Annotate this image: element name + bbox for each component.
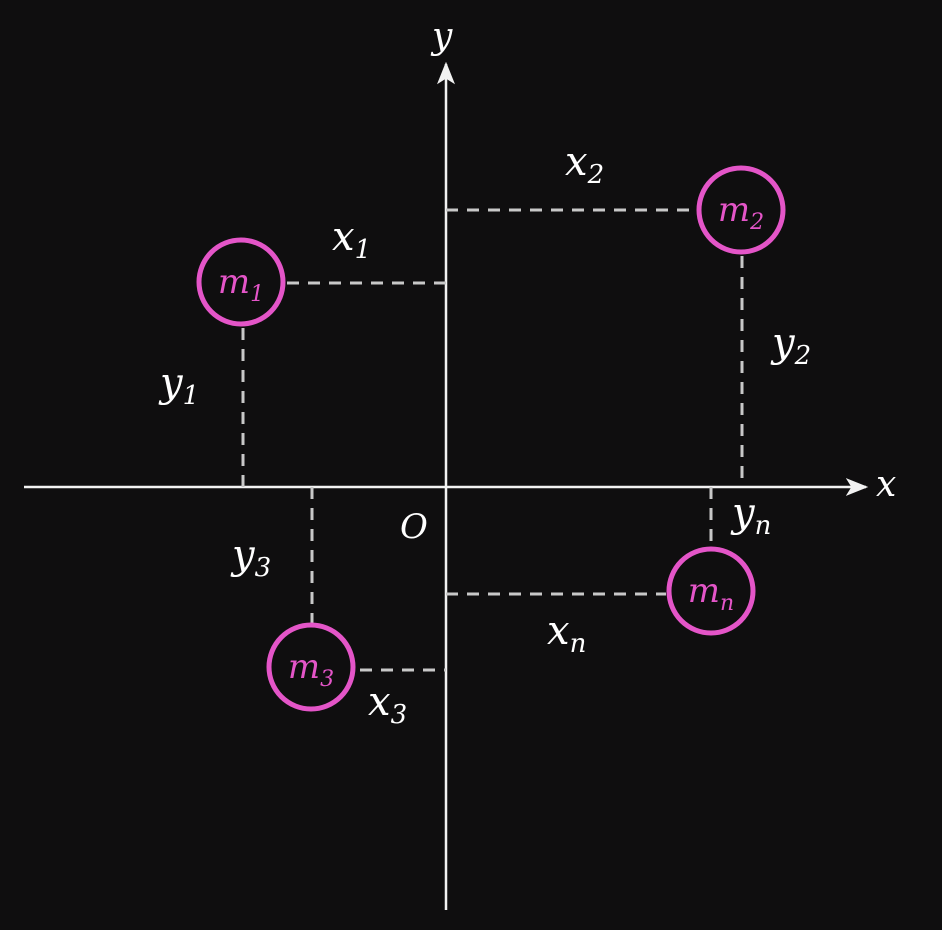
- x-axis-label: x: [876, 464, 896, 505]
- y1-label: y: [158, 360, 184, 406]
- svg-text:x3: x3: [368, 679, 407, 730]
- y-axis-label: y: [430, 16, 453, 57]
- mass-1-symbol: m: [218, 262, 250, 302]
- mass-n-symbol: m: [688, 571, 720, 611]
- y3-subscript: 3: [255, 553, 272, 583]
- mass-3: m3: [266, 622, 356, 712]
- xn-label: x: [547, 608, 570, 654]
- svg-text:mn: mn: [688, 571, 734, 616]
- svg-text:y3: y3: [230, 532, 271, 583]
- svg-text:y2: y2: [770, 320, 811, 371]
- x1-label: x: [332, 214, 355, 260]
- y3-label: y: [230, 532, 256, 578]
- x2-subscript: 2: [587, 160, 605, 190]
- mass-1: m1: [196, 237, 286, 327]
- mass-3-subscript: 3: [320, 667, 334, 692]
- mass-1-circle: [196, 237, 286, 327]
- mass-2-subscript: 2: [749, 210, 764, 235]
- mass-n-subscript: n: [720, 591, 734, 616]
- y2-subscript: 2: [794, 341, 812, 371]
- mass-2-circle: [696, 165, 786, 255]
- svg-text:y1: y1: [158, 360, 199, 411]
- svg-text:x2: x2: [565, 139, 604, 190]
- mass-n-circle: [666, 546, 756, 636]
- origin-label: O: [400, 507, 428, 547]
- svg-text:xn: xn: [547, 608, 586, 659]
- svg-text:m2: m2: [718, 190, 764, 235]
- x2-label: x: [565, 139, 588, 185]
- svg-text:m1: m1: [218, 262, 264, 307]
- mass-3-symbol: m: [288, 647, 320, 687]
- x1-subscript: 1: [355, 235, 372, 265]
- xn-subscript: n: [570, 629, 587, 659]
- x3-subscript: 3: [391, 700, 408, 730]
- mass-1-subscript: 1: [250, 282, 264, 307]
- y1-subscript: 1: [183, 381, 200, 411]
- mass-n: mn: [666, 546, 756, 636]
- yn-label: y: [730, 490, 756, 536]
- x3-label: x: [368, 679, 391, 725]
- svg-text:x1: x1: [332, 214, 371, 265]
- svg-text:yn: yn: [730, 490, 771, 541]
- mass-2-symbol: m: [718, 190, 750, 230]
- mass-2: m2: [696, 165, 786, 255]
- y2-label: y: [770, 320, 796, 366]
- mass-3-circle: [266, 622, 356, 712]
- yn-subscript: n: [755, 511, 772, 541]
- svg-text:m3: m3: [288, 647, 334, 692]
